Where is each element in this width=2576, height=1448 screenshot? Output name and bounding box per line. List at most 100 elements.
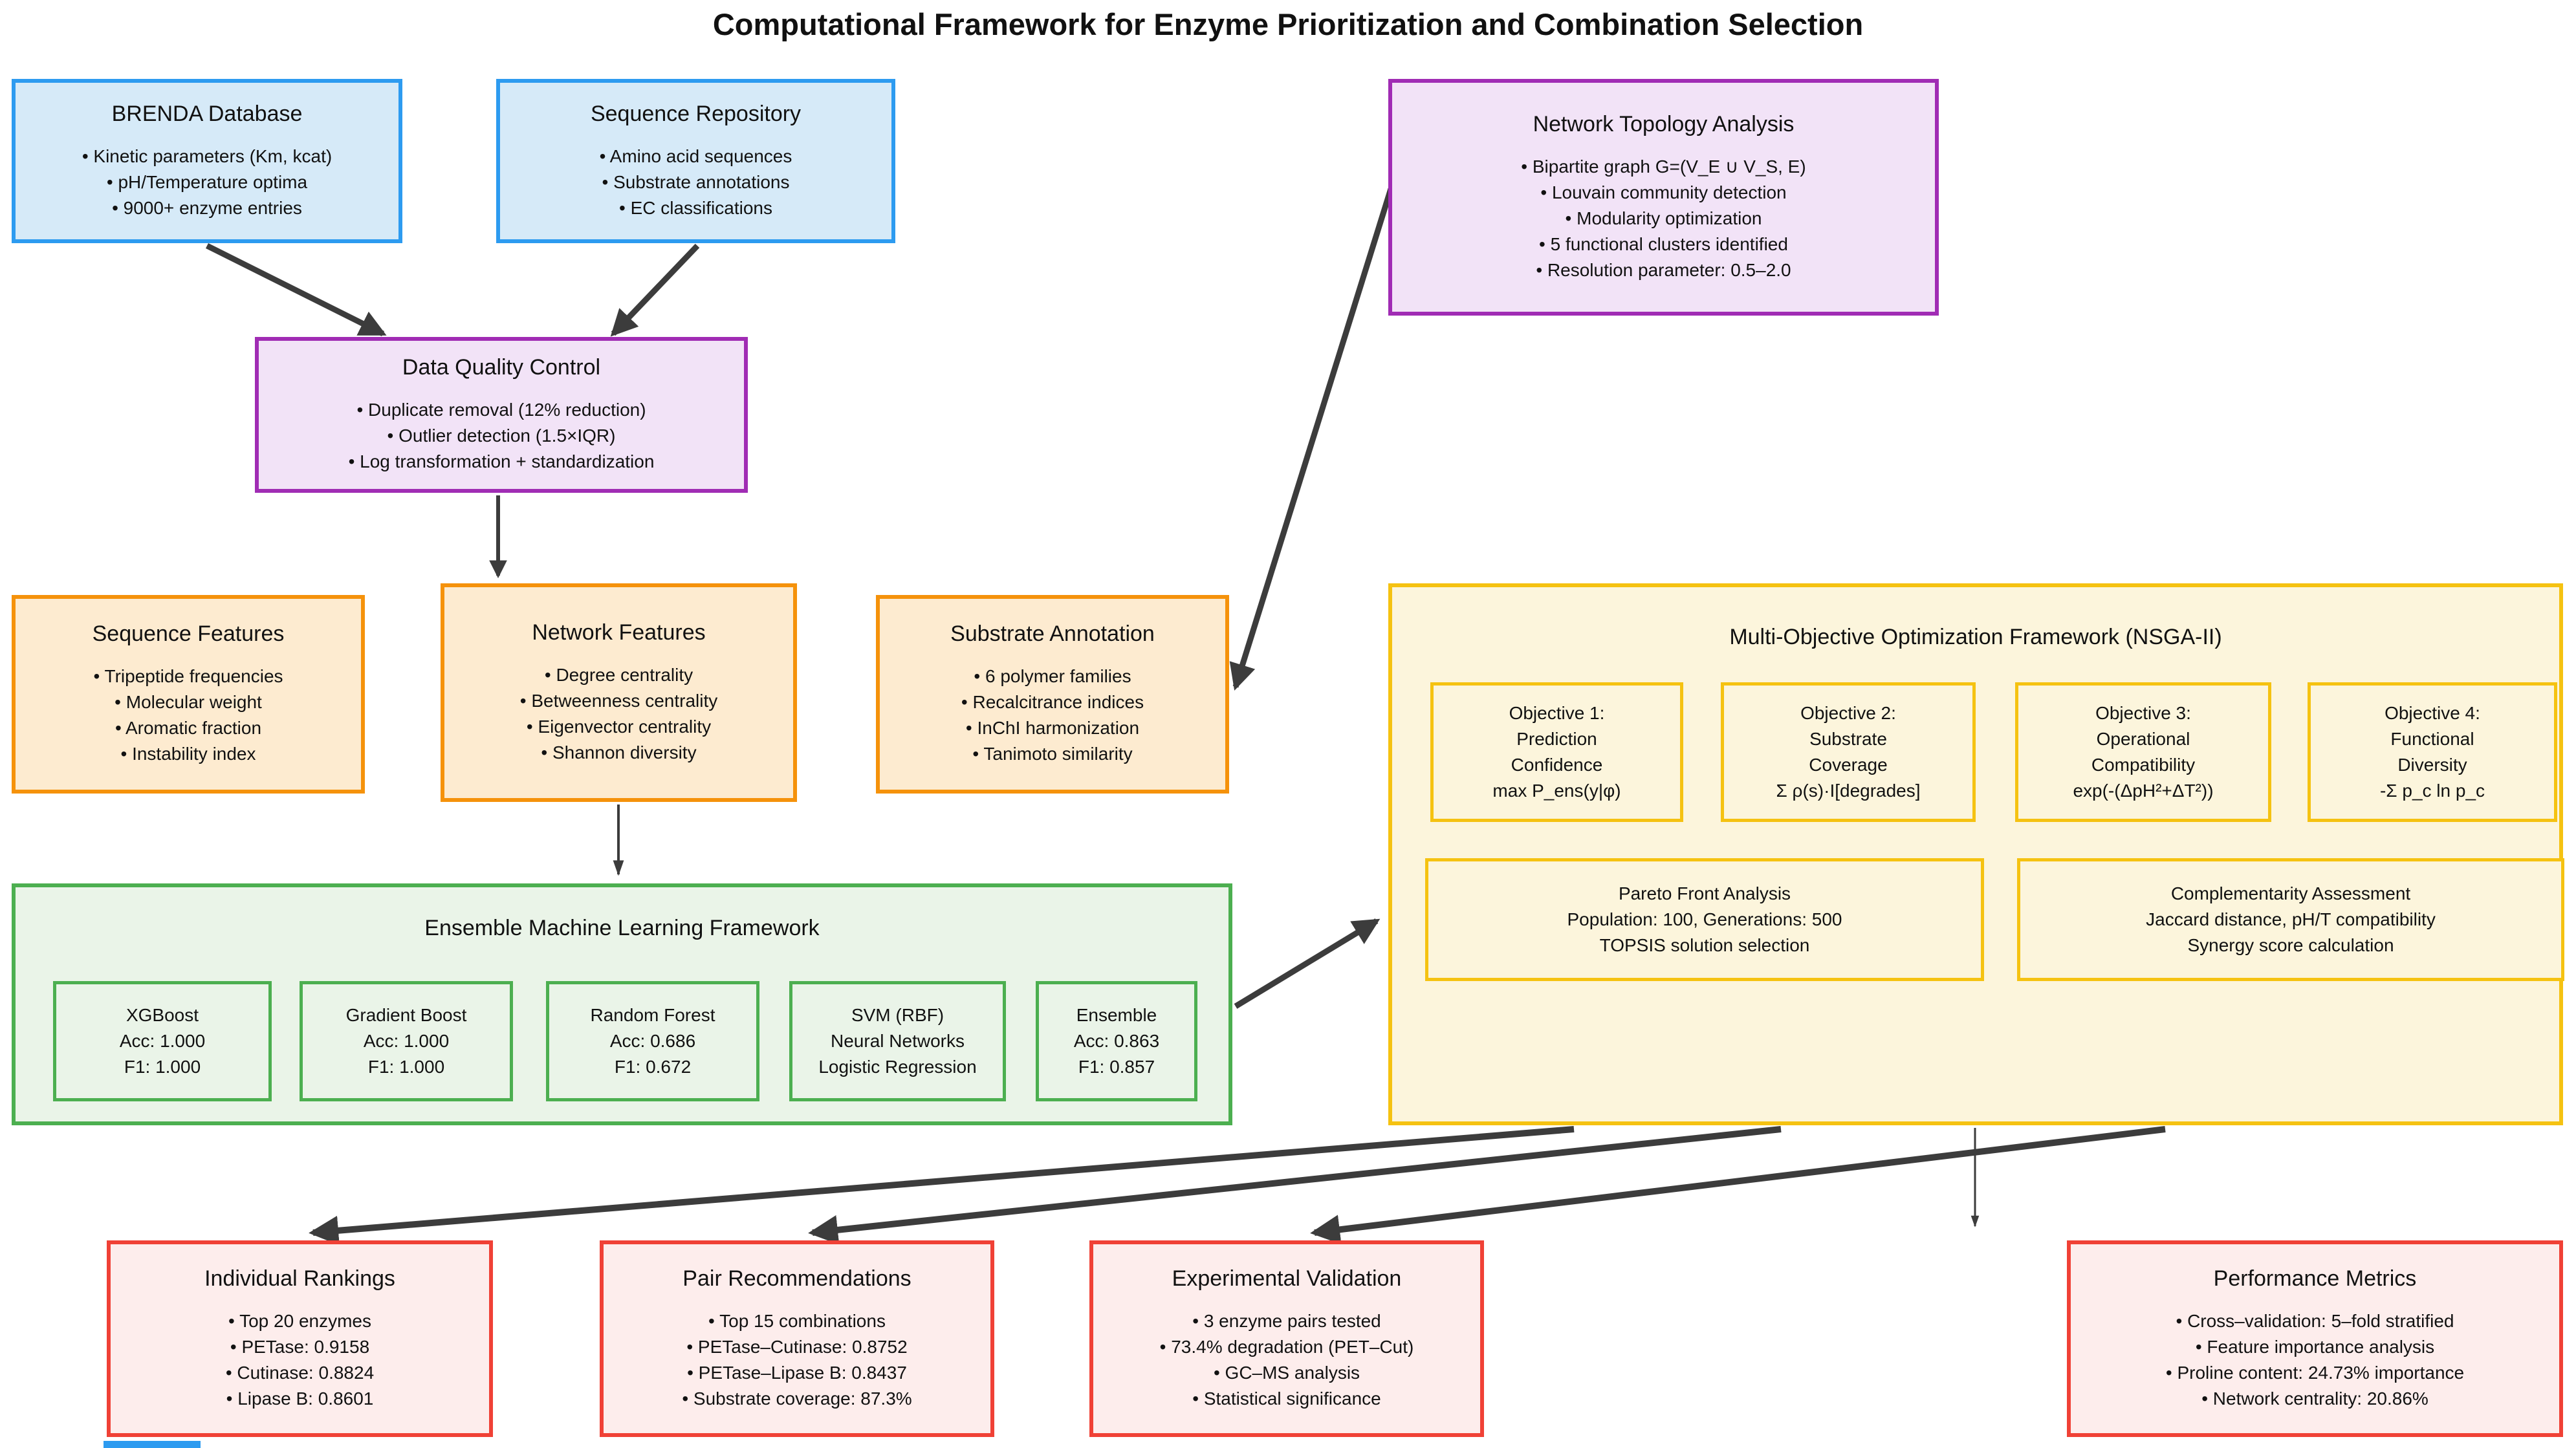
box-objective-2: Objective 2: Substrate Coverage Σ ρ(s)·I…	[1721, 682, 1976, 822]
box-objective-3: Objective 3: Operational Compatibility e…	[2015, 682, 2271, 822]
objective-line: Objective 3:	[2095, 703, 2191, 723]
bullet-item: • 73.4% degradation (PET–Cut)	[1159, 1336, 1414, 1357]
box-pareto-front-analysis: Pareto Front Analysis Population: 100, G…	[1425, 858, 1984, 981]
box-sequence-repository: Sequence Repository • Amino acid sequenc…	[496, 79, 895, 243]
bullet-item: • EC classifications	[619, 197, 772, 218]
objective-line: Diversity	[2397, 755, 2467, 775]
arrow-moo-to-individual-rankings	[309, 1126, 1575, 1246]
box-title: Sequence Repository	[590, 101, 802, 126]
bullet-item: • Top 15 combinations	[708, 1310, 886, 1331]
box-complementarity-assessment: Complementarity Assessment Jaccard dista…	[2017, 858, 2564, 981]
objective-line: -Σ p_c ln p_c	[2379, 781, 2485, 801]
bullet-item: • Outlier detection (1.5×IQR)	[387, 426, 616, 446]
clipped-blue-bar	[104, 1441, 201, 1448]
bullet-item: • Substrate coverage: 87.3%	[682, 1388, 912, 1409]
objective-line: Objective 4:	[2385, 703, 2480, 723]
bullet-item: • Top 20 enzymes	[228, 1310, 371, 1331]
panel-ensemble-ml-framework: Ensemble Machine Learning Framework XGBo…	[12, 883, 1232, 1125]
box-pair-recommendations: Pair Recommendations • Top 15 combinatio…	[600, 1240, 994, 1437]
objective-line: Operational	[2096, 729, 2190, 749]
box-title: Substrate Annotation	[950, 621, 1155, 646]
bullet-item: • 6 polymer families	[974, 666, 1131, 686]
box-title: BRENDA Database	[111, 101, 303, 126]
box-model-random-forest: Random Forest Acc: 0.686 F1: 0.672	[546, 981, 759, 1101]
complementarity-line: Synergy score calculation	[2187, 935, 2394, 955]
bullet-item: • Louvain community detection	[1540, 182, 1787, 202]
bullet-item: • PETase: 0.9158	[230, 1336, 370, 1357]
box-title: Performance Metrics	[2213, 1266, 2417, 1291]
model-line: F1: 0.672	[614, 1057, 692, 1077]
bullet-item: • 3 enzyme pairs tested	[1192, 1310, 1381, 1331]
model-line: F1: 0.857	[1078, 1057, 1155, 1077]
bullet-item: • Network centrality: 20.86%	[2201, 1388, 2429, 1409]
bullet-item: • pH/Temperature optima	[106, 171, 308, 192]
bullet-item: • Recalcitrance indices	[961, 692, 1144, 712]
box-performance-metrics: Performance Metrics • Cross–validation: …	[2067, 1240, 2563, 1437]
bullet-item: • Statistical significance	[1192, 1388, 1381, 1409]
objective-line: exp(-(ΔpH²+ΔT²))	[2073, 781, 2214, 801]
box-objective-4: Objective 4: Functional Diversity -Σ p_c…	[2308, 682, 2557, 822]
arrow-moo-to-pair-recommendations	[808, 1126, 1782, 1245]
bullet-item: • Cross–validation: 5–fold stratified	[2176, 1310, 2454, 1331]
bullet-item: • Kinetic parameters (Km, kcat)	[82, 146, 333, 166]
complementarity-line: Complementarity Assessment	[2170, 883, 2411, 903]
model-line: XGBoost	[126, 1005, 199, 1025]
bullet-item: • Duplicate removal (12% reduction)	[356, 400, 646, 420]
arrow-brenda-to-dqc	[205, 243, 387, 337]
bullet-item: • Aromatic fraction	[115, 718, 262, 738]
bullet-item: • Betweenness centrality	[519, 690, 718, 711]
model-line: Acc: 0.863	[1073, 1031, 1160, 1051]
panel-title: Multi-Objective Optimization Framework (…	[1729, 625, 2222, 649]
pareto-line: TOPSIS solution selection	[1599, 935, 1810, 955]
model-line: F1: 1.000	[367, 1057, 445, 1077]
box-title: Individual Rankings	[204, 1266, 395, 1291]
box-model-ensemble: Ensemble Acc: 0.863 F1: 0.857	[1036, 981, 1197, 1101]
box-title: Sequence Features	[92, 621, 285, 646]
panel-title: Ensemble Machine Learning Framework	[424, 916, 820, 940]
diagram-title: Computational Framework for Enzyme Prior…	[712, 7, 1864, 41]
bullet-item: • Lipase B: 0.8601	[226, 1388, 374, 1409]
box-objective-1: Objective 1: Prediction Confidence max P…	[1430, 682, 1683, 822]
box-sequence-features: Sequence Features • Tripeptide frequenci…	[12, 595, 365, 794]
box-title: Network Topology Analysis	[1533, 111, 1795, 136]
bullet-item: • Substrate annotations	[602, 171, 790, 192]
bullet-item: • Cutinase: 0.8824	[225, 1362, 375, 1383]
box-title: Network Features	[532, 620, 706, 645]
model-line: Acc: 1.000	[119, 1031, 206, 1051]
objective-line: Functional	[2390, 729, 2474, 749]
bullet-item: • GC–MS analysis	[1213, 1362, 1360, 1383]
objective-line: Objective 1:	[1509, 703, 1605, 723]
objective-line: Coverage	[1809, 755, 1888, 775]
bullet-item: • PETase–Cutinase: 0.8752	[686, 1336, 908, 1357]
objective-line: Confidence	[1511, 755, 1603, 775]
objective-line: Substrate	[1809, 729, 1887, 749]
bullet-item: • Feature importance analysis	[2195, 1336, 2435, 1357]
box-model-xgboost: XGBoost Acc: 1.000 F1: 1.000	[53, 981, 272, 1101]
bullet-item: • Log transformation + standardization	[348, 451, 655, 471]
bullet-item: • Instability index	[120, 744, 256, 764]
box-individual-rankings: Individual Rankings • Top 20 enzymes • P…	[107, 1240, 493, 1437]
box-data-quality-control: Data Quality Control • Duplicate removal…	[255, 337, 748, 493]
objective-line: Compatibility	[2091, 755, 2196, 775]
bullet-item: • Tripeptide frequencies	[93, 666, 283, 686]
box-network-topology-analysis: Network Topology Analysis • Bipartite gr…	[1388, 79, 1939, 316]
arrow-eml-to-moo	[1234, 918, 1381, 1009]
model-line: Ensemble	[1076, 1005, 1157, 1025]
box-model-svm-nn-lr: SVM (RBF) Neural Networks Logistic Regre…	[789, 981, 1006, 1101]
bullet-item: • Shannon diversity	[541, 742, 697, 762]
bullet-item: • 9000+ enzyme entries	[112, 197, 302, 218]
box-title: Data Quality Control	[402, 355, 601, 380]
pareto-line: Population: 100, Generations: 500	[1567, 909, 1842, 929]
bullet-item: • 5 functional clusters identified	[1539, 233, 1788, 254]
objective-line: Σ ρ(s)·I[degrades]	[1776, 781, 1921, 801]
model-line: Neural Networks	[831, 1031, 965, 1051]
bullet-item: • Resolution parameter: 0.5–2.0	[1536, 259, 1791, 280]
box-model-gradient-boost: Gradient Boost Acc: 1.000 F1: 1.000	[300, 981, 513, 1101]
model-line: Random Forest	[590, 1005, 715, 1025]
model-line: F1: 1.000	[124, 1057, 201, 1077]
model-line: SVM (RBF)	[851, 1005, 944, 1025]
bullet-item: • Tanimoto similarity	[972, 744, 1133, 764]
model-line: Logistic Regression	[818, 1057, 977, 1077]
complementarity-line: Jaccard distance, pH/T compatibility	[2146, 909, 2436, 929]
box-experimental-validation: Experimental Validation • 3 enzyme pairs…	[1089, 1240, 1484, 1437]
